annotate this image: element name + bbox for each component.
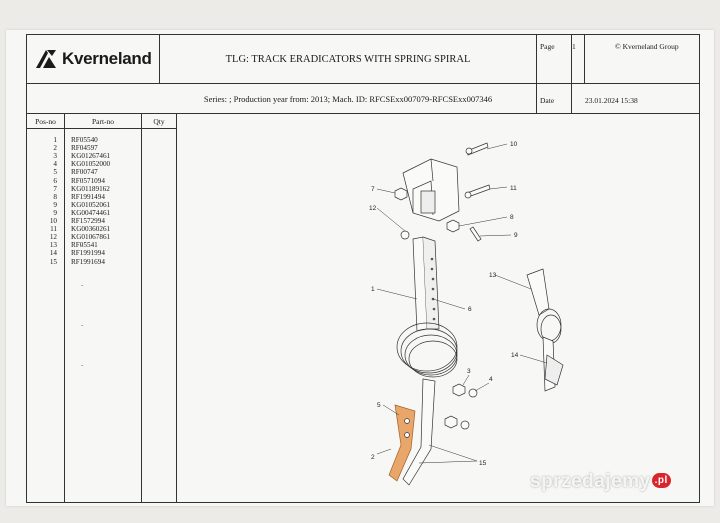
pos-no: 12 — [49, 233, 57, 242]
pos-no: 3 — [53, 152, 57, 161]
table-row: 9 KG01052061 — [27, 201, 175, 209]
pos-no: 8 — [53, 192, 57, 201]
label-10: 10 — [510, 141, 518, 148]
label-14: 14 — [511, 352, 519, 359]
label-2: 2 — [371, 454, 375, 461]
part-no: RF1991694 — [71, 257, 105, 266]
document-sheet — [6, 30, 714, 506]
nut-8 — [446, 219, 460, 233]
nut-3 — [452, 383, 466, 397]
table-row: 7 KG01189162 — [27, 185, 175, 193]
kverneland-logo-icon — [36, 50, 56, 68]
label-3: 3 — [467, 368, 471, 375]
pos-no: 10 — [49, 217, 57, 225]
table-row: 15 RF1991694 — [27, 258, 175, 266]
part-no: KG01189162 — [71, 184, 110, 193]
table-row: 3 KG01267461 — [27, 152, 175, 160]
nut-7 — [394, 187, 408, 201]
label-12: 12 — [369, 205, 377, 212]
pos-no: 14 — [49, 249, 57, 258]
document-title: TLG: TRACK ERADICATORS WITH SPRING SPIRA… — [160, 35, 537, 83]
label-8: 8 — [510, 214, 514, 221]
pos-no: 9 — [53, 200, 57, 209]
page-number: 1 — [572, 42, 576, 51]
pos-no: 1 — [53, 136, 57, 144]
part-no: RF1991494 — [71, 192, 105, 201]
pos-no: 2 — [53, 144, 57, 153]
side-bracket — [526, 268, 550, 316]
page-label: Page — [540, 42, 555, 51]
date-value: 23.01.2024 15:38 — [585, 96, 638, 105]
label-11: 11 — [510, 185, 517, 192]
tine-leg — [402, 378, 436, 486]
part-no: RF04597 — [71, 144, 98, 153]
washer-4 — [468, 388, 478, 398]
table-row: 13 RF05541 — [27, 241, 175, 249]
label-15: 15 — [479, 460, 487, 467]
nut-5 — [444, 415, 458, 429]
table-row: 1 RF05540 — [27, 136, 175, 144]
table-row: 5 RF00747 — [27, 168, 175, 176]
table-row: 4 KG01052000 — [27, 160, 175, 168]
brand-logo: Kverneland — [27, 35, 160, 83]
col-header-qty: Qty — [142, 114, 176, 129]
part-no: KG01052000 — [71, 160, 111, 169]
side-coil — [536, 308, 562, 342]
part-no: KG01267461 — [71, 152, 111, 161]
pos-no: 6 — [53, 176, 57, 185]
table-row: 11 KG00360261 — [27, 225, 175, 233]
table-row: 10 RF1572994 — [27, 217, 175, 225]
date-label: Date — [540, 96, 555, 105]
bolt-9 — [469, 226, 482, 242]
brand-name: Kverneland — [62, 49, 152, 68]
table-row: 8 RF1991494 — [27, 193, 175, 201]
exploded-parts-diagram: 10 11 7 8 9 12 1 6 13 14 3 4 5 2 15 — [369, 141, 564, 486]
label-1: 1 — [371, 286, 375, 293]
label-5: 5 — [377, 402, 381, 409]
washer-12 — [400, 230, 410, 240]
spring-coil — [396, 322, 458, 372]
pos-no: 13 — [49, 241, 57, 250]
part-no: RF00747 — [71, 168, 98, 177]
part-no: RF1572994 — [71, 217, 105, 225]
part-no: KG01052061 — [71, 200, 111, 209]
series-info: Series: ; Production year from: 2013; Ma… — [160, 84, 537, 113]
part-no: KG01067861 — [71, 233, 111, 242]
table-row: 9 KG00474461 — [27, 209, 175, 217]
label-13: 13 — [489, 272, 497, 279]
parts-list-frame: Kverneland TLG: TRACK ERADICATORS WITH S… — [26, 34, 700, 503]
part-no: KG00360261 — [71, 225, 111, 234]
label-9: 9 — [514, 232, 518, 239]
col-header-pos: Pos-no — [27, 114, 64, 129]
part-no: RF05541 — [71, 241, 98, 250]
watermark: sprzedajemy.pl — [530, 471, 671, 493]
watermark-badge: .pl — [651, 473, 671, 488]
pos-no: 15 — [49, 257, 57, 266]
table-row: 6 RF0571094 — [27, 177, 175, 185]
copyright: © Kverneland Group — [615, 42, 679, 51]
part-no: KG00474461 — [71, 208, 111, 217]
label-4: 4 — [489, 376, 493, 383]
pos-no: 11 — [50, 225, 57, 234]
tine-point — [388, 404, 416, 482]
pos-no: 4 — [53, 160, 57, 169]
table-row: 14 RF1991994 — [27, 249, 175, 257]
part-no: RF05540 — [71, 136, 98, 144]
pos-no: 5 — [53, 168, 57, 177]
table-row: 2 RF04597 — [27, 144, 175, 152]
label-6: 6 — [468, 306, 472, 313]
header: Kverneland TLG: TRACK ERADICATORS WITH S… — [27, 35, 699, 114]
col-header-part: Part-no — [65, 114, 141, 129]
part-no: RF0571094 — [71, 176, 105, 185]
pos-no: 9 — [53, 208, 57, 217]
pos-no: 7 — [53, 184, 57, 193]
label-7: 7 — [371, 186, 375, 193]
part-no: RF1991994 — [71, 249, 105, 258]
table-row: 12 KG01067861 — [27, 233, 175, 241]
washer — [460, 420, 470, 430]
